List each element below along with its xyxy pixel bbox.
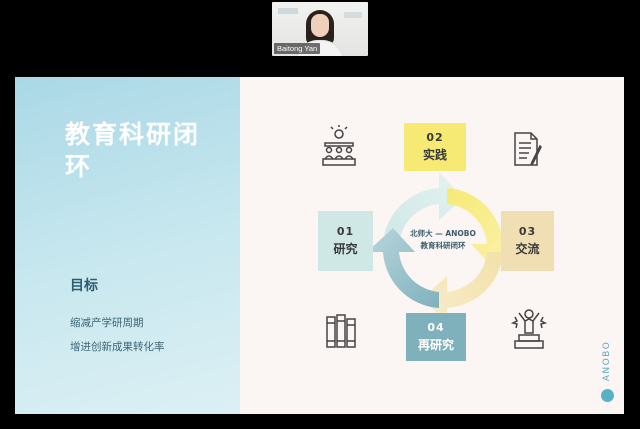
- arrow-segment-bottom: [367, 228, 439, 308]
- brand-dot: [601, 389, 614, 402]
- books-icon: [326, 314, 356, 348]
- document-pen-icon: [514, 132, 542, 166]
- step-label: 实践: [422, 148, 447, 162]
- background-logo: [344, 12, 362, 18]
- teacher-lecture-icon: [322, 125, 356, 166]
- step-number: 04: [427, 321, 445, 334]
- arrow-segment-right: [423, 252, 503, 324]
- goal-heading: 目标: [70, 278, 98, 294]
- brand-logo: ANOBO: [598, 335, 618, 403]
- participant-face: [311, 14, 329, 37]
- cycle-center-label: 北师大 — ANOBO 教育科研闭环: [400, 228, 486, 252]
- brand-text: ANOBO: [602, 340, 612, 382]
- background-logo: [278, 8, 298, 14]
- shared-slide: 教育科研闭环 目标 缩减产学研周期 增进创新成果转化率: [15, 77, 624, 414]
- goal-item: 缩减产学研周期: [70, 317, 144, 329]
- slide-left-panel: 教育科研闭环 目标 缩减产学研周期 增进创新成果转化率: [15, 77, 240, 414]
- step-04-re-research: 04 再研究: [406, 313, 466, 361]
- step-number: 01: [336, 225, 355, 238]
- step-label: 再研究: [417, 338, 454, 352]
- step-label: 研究: [333, 242, 358, 256]
- center-label-line: 教育科研闭环: [420, 241, 466, 250]
- participant-video-tile[interactable]: Baitong Yan: [272, 2, 368, 56]
- step-label: 交流: [515, 242, 540, 256]
- goal-item: 增进创新成果转化率: [70, 341, 165, 353]
- participant-name-label: Baitong Yan: [274, 43, 321, 54]
- step-02-practice: 02 实践: [404, 123, 466, 171]
- arrow-segment-left: [383, 172, 463, 244]
- slide-title: 教育科研闭环: [65, 120, 201, 181]
- step-03-exchange: 03 交流: [501, 211, 554, 271]
- step-number: 02: [426, 131, 444, 144]
- step-number: 03: [518, 225, 537, 238]
- center-label-line: 北师大 — ANOBO: [410, 229, 476, 238]
- trophy-winner-icon: [511, 309, 547, 349]
- step-01-research: 01 研究: [318, 211, 373, 271]
